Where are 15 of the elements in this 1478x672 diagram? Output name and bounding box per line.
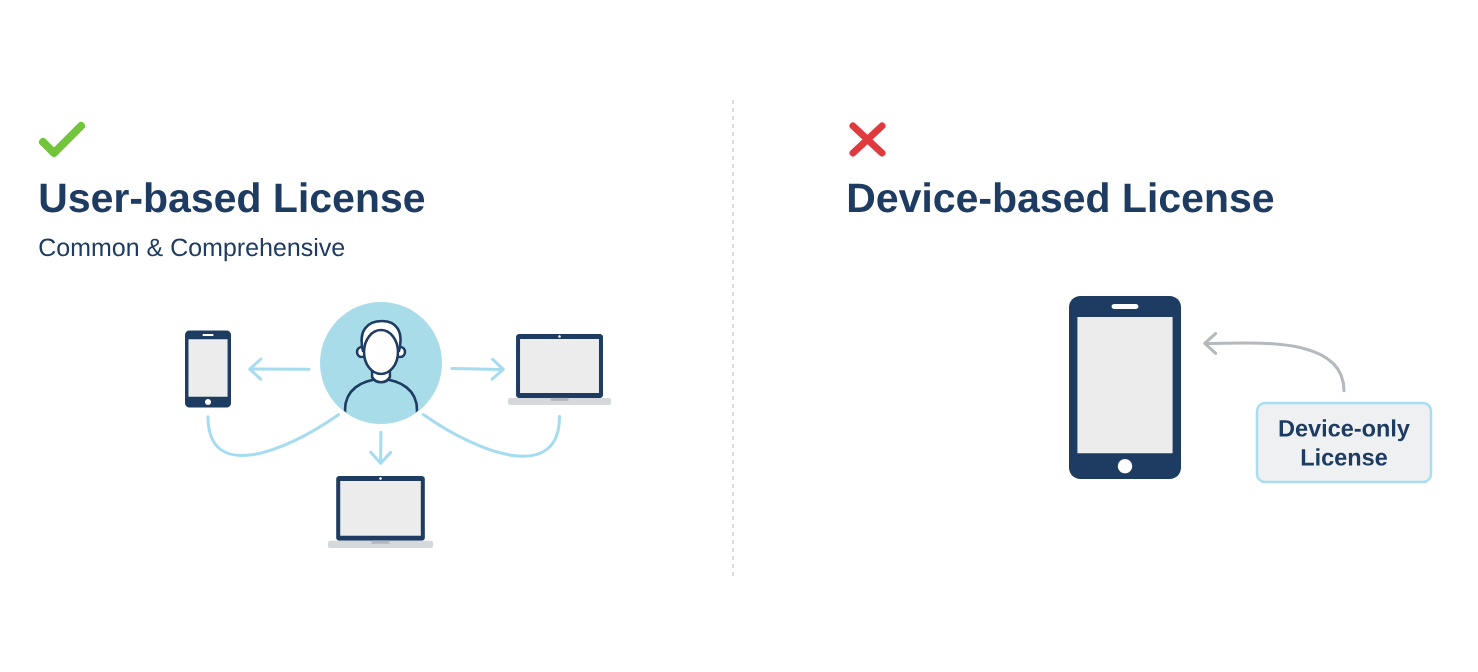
person-icon	[320, 302, 442, 424]
arrow	[369, 430, 393, 465]
arrow	[248, 357, 311, 381]
phone-icon	[185, 330, 231, 408]
heading: User-based License	[40, 182, 425, 213]
arrow	[450, 357, 505, 381]
label-box: Device-only License	[1255, 401, 1433, 484]
laptop-icon	[508, 334, 611, 405]
heading: Device-based License	[848, 182, 1274, 213]
laptop-icon	[328, 476, 433, 548]
curved-line	[206, 413, 340, 457]
subheading: Common & Comprehensive	[39, 237, 345, 262]
curved-line	[422, 413, 561, 458]
phone-icon	[1069, 296, 1181, 479]
curved-arrow	[1203, 331, 1346, 393]
